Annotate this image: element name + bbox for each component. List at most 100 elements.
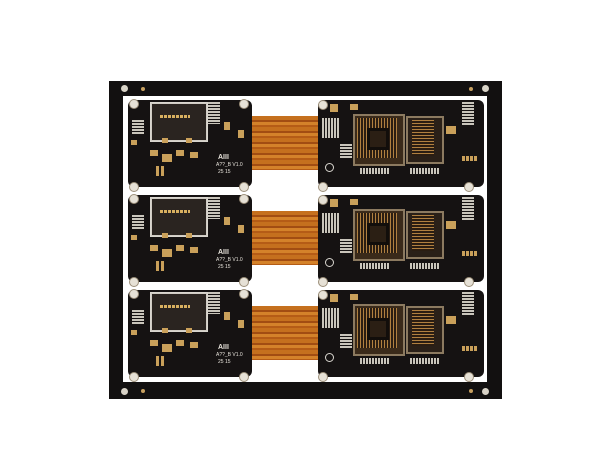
flex-section <box>252 306 319 360</box>
memory-balls <box>412 310 434 346</box>
component <box>410 263 440 269</box>
card-connector <box>151 103 207 141</box>
pad <box>446 221 456 229</box>
pad <box>162 154 172 162</box>
fiducial <box>141 87 145 91</box>
pad <box>161 261 164 271</box>
pad <box>162 328 168 333</box>
pad <box>161 356 164 366</box>
component <box>132 120 144 134</box>
silkscreen-logo: AIII <box>218 249 229 256</box>
component <box>340 239 352 253</box>
pad <box>176 340 184 346</box>
memory-balls <box>412 120 434 156</box>
fiducial <box>469 389 473 393</box>
pad <box>350 104 358 110</box>
component <box>340 144 352 158</box>
silkscreen-version: A??_B V1.0 <box>216 352 243 358</box>
component <box>360 358 390 364</box>
component <box>208 197 220 219</box>
mount-hole <box>129 289 139 299</box>
mount-hole <box>318 277 328 287</box>
mount-hole <box>464 372 474 382</box>
pad <box>462 156 478 161</box>
contact-row <box>160 210 190 213</box>
pad <box>190 247 198 253</box>
pad <box>156 356 159 366</box>
flex-section <box>252 116 319 170</box>
mount-hole <box>318 290 328 300</box>
silkscreen-version: A??_B V1.0 <box>216 162 243 168</box>
memory-balls <box>412 215 434 251</box>
mount-hole <box>129 372 139 382</box>
pad <box>350 199 358 205</box>
component <box>462 102 474 126</box>
mount-hole <box>239 289 249 299</box>
pad <box>156 166 159 176</box>
mount-hole <box>239 277 249 287</box>
bga-die <box>367 223 389 245</box>
pad <box>162 138 168 143</box>
pad <box>330 199 338 207</box>
pad <box>238 130 244 138</box>
connector-outline <box>150 292 208 332</box>
test-point <box>325 258 334 267</box>
silkscreen-date: 25 15 <box>218 264 231 270</box>
pad <box>224 122 230 130</box>
mount-hole <box>239 99 249 109</box>
mount-hole <box>239 194 249 204</box>
test-point <box>325 353 334 362</box>
fiducial <box>141 389 145 393</box>
pad <box>238 225 244 233</box>
pad <box>131 235 137 240</box>
connector-outline <box>150 197 208 237</box>
tooling-hole <box>482 85 489 92</box>
pad <box>350 294 358 300</box>
pad <box>186 138 192 143</box>
pad <box>162 344 172 352</box>
pad <box>162 233 168 238</box>
silkscreen-logo: AIII <box>218 154 229 161</box>
tooling-hole <box>121 85 128 92</box>
pad <box>176 245 184 251</box>
pad <box>224 217 230 225</box>
pad <box>131 140 137 145</box>
pad <box>462 251 478 256</box>
pad <box>330 294 338 302</box>
component <box>410 168 440 174</box>
component <box>340 334 352 348</box>
pad <box>238 320 244 328</box>
component <box>322 308 340 328</box>
bga-die <box>367 318 389 340</box>
pad <box>462 346 478 351</box>
component <box>208 292 220 314</box>
component <box>462 197 474 221</box>
pad <box>161 166 164 176</box>
silkscreen-version: A??_B V1.0 <box>216 257 243 263</box>
component <box>462 292 474 316</box>
component <box>360 263 390 269</box>
component <box>322 213 340 233</box>
mount-hole <box>318 195 328 205</box>
card-connector <box>151 293 207 331</box>
pad <box>150 245 158 251</box>
fiducial <box>469 87 473 91</box>
component <box>410 358 440 364</box>
mount-hole <box>239 182 249 192</box>
silkscreen-logo: AIII <box>218 344 229 351</box>
pad <box>162 249 172 257</box>
component <box>322 118 340 138</box>
pad <box>150 340 158 346</box>
pad <box>150 150 158 156</box>
card-connector <box>151 198 207 236</box>
pad <box>190 342 198 348</box>
mount-hole <box>318 100 328 110</box>
tooling-hole <box>482 388 489 395</box>
pad <box>176 150 184 156</box>
tooling-hole <box>121 388 128 395</box>
component <box>208 102 220 124</box>
component <box>132 215 144 229</box>
silkscreen-date: 25 15 <box>218 359 231 365</box>
silkscreen-date: 25 15 <box>218 169 231 175</box>
pad <box>190 152 198 158</box>
